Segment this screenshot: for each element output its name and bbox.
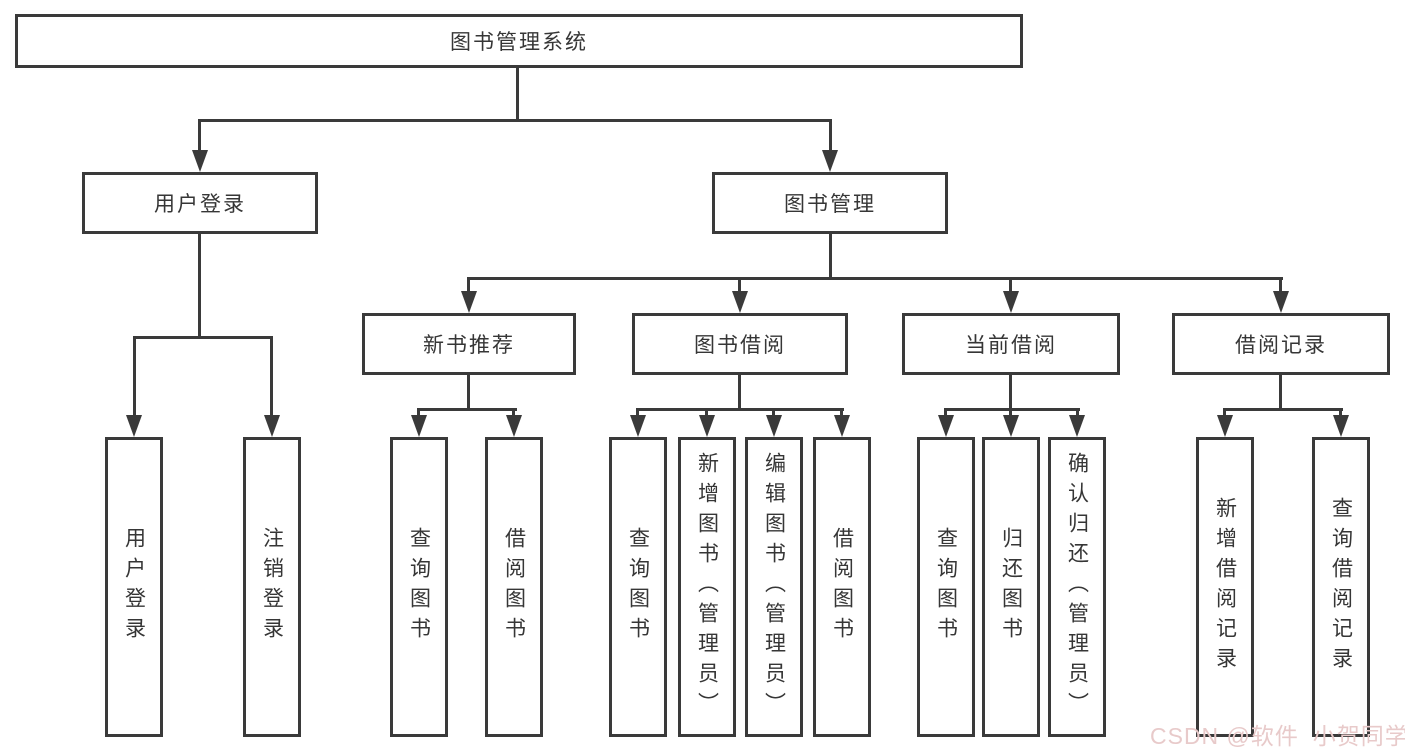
leaf-confirm-return-admin: 确认归还（管理员） [1048, 437, 1106, 737]
connector-line [705, 408, 708, 417]
connector-line [467, 277, 1283, 280]
connector-line [417, 408, 420, 417]
connector-line [417, 408, 517, 411]
leaf-add-book-admin: 新增图书（管理员） [678, 437, 736, 737]
node-book-management-label: 图书管理 [784, 193, 876, 216]
arrow-down-icon [630, 415, 646, 437]
connector-line [944, 408, 947, 417]
node-current-borrow-label: 当前借阅 [965, 334, 1057, 357]
arrow-down-icon [699, 415, 715, 437]
arrow-down-icon [1333, 415, 1349, 437]
connector-line [198, 119, 201, 152]
arrow-down-icon [461, 291, 477, 313]
connector-line [829, 119, 832, 152]
leaf-return-book-label: 归还图书 [999, 527, 1023, 647]
leaf-edit-book-admin: 编辑图书（管理员） [745, 437, 803, 737]
arrow-down-icon [834, 415, 850, 437]
node-user-login-label: 用户登录 [154, 193, 246, 216]
connector-line [1223, 408, 1226, 417]
connector-line [133, 336, 136, 416]
connector-line [840, 408, 843, 417]
node-root-system: 图书管理系统 [15, 14, 1023, 68]
connector-line [1279, 375, 1282, 411]
connector-line [198, 119, 832, 122]
connector-line [772, 408, 775, 417]
node-book-borrow: 图书借阅 [632, 313, 848, 375]
leaf-return-book: 归还图书 [982, 437, 1040, 737]
arrow-down-icon [1003, 415, 1019, 437]
node-root-label: 图书管理系统 [450, 31, 588, 54]
arrow-down-icon [822, 150, 838, 172]
node-borrow-record: 借阅记录 [1172, 313, 1390, 375]
leaf-add-borrow-record-label: 新增借阅记录 [1213, 497, 1237, 677]
leaf-borrow-book-recommend: 借阅图书 [485, 437, 543, 737]
leaf-logout: 注销登录 [243, 437, 301, 737]
leaf-add-borrow-record: 新增借阅记录 [1196, 437, 1254, 737]
connector-line [636, 408, 844, 411]
connector-line [1279, 277, 1282, 293]
leaf-user-login-label: 用户登录 [122, 527, 146, 647]
leaf-query-borrow-record: 查询借阅记录 [1312, 437, 1370, 737]
arrow-down-icon [264, 415, 280, 437]
leaf-borrow-book: 借阅图书 [813, 437, 871, 737]
connector-line [829, 234, 832, 280]
leaf-confirm-return-admin-label: 确认归还（管理员） [1065, 452, 1089, 722]
arrow-down-icon [506, 415, 522, 437]
connector-line [738, 375, 741, 411]
arrow-down-icon [411, 415, 427, 437]
connector-line [467, 277, 470, 293]
connector-line [1076, 408, 1079, 417]
leaf-borrow-book-label: 借阅图书 [830, 527, 854, 647]
connector-line [467, 375, 470, 411]
arrow-down-icon [938, 415, 954, 437]
leaf-query-book-current: 查询图书 [917, 437, 975, 737]
connector-line [133, 336, 273, 339]
connector-line [1223, 408, 1343, 411]
leaf-query-book-current-label: 查询图书 [934, 527, 958, 647]
connector-line [738, 277, 741, 293]
node-current-borrow: 当前借阅 [902, 313, 1120, 375]
leaf-logout-label: 注销登录 [260, 527, 284, 647]
arrow-down-icon [766, 415, 782, 437]
node-user-login: 用户登录 [82, 172, 318, 234]
connector-line [270, 336, 273, 416]
node-borrow-record-label: 借阅记录 [1235, 334, 1327, 357]
connector-line [1009, 375, 1012, 411]
arrow-down-icon [1217, 415, 1233, 437]
connector-line [516, 66, 519, 122]
connector-line [1009, 408, 1012, 417]
leaf-query-book-recommend: 查询图书 [390, 437, 448, 737]
leaf-query-book-recommend-label: 查询图书 [407, 527, 431, 647]
node-new-book-recommend: 新书推荐 [362, 313, 576, 375]
arrow-down-icon [1069, 415, 1085, 437]
leaf-user-login: 用户登录 [105, 437, 163, 737]
arrow-down-icon [1273, 291, 1289, 313]
leaf-borrow-book-recommend-label: 借阅图书 [502, 527, 526, 647]
leaf-edit-book-admin-label: 编辑图书（管理员） [762, 452, 786, 722]
arrow-down-icon [1003, 291, 1019, 313]
leaf-add-book-admin-label: 新增图书（管理员） [695, 452, 719, 722]
connector-line [1009, 277, 1012, 293]
leaf-query-borrow-record-label: 查询借阅记录 [1329, 497, 1353, 677]
arrow-down-icon [192, 150, 208, 172]
node-book-management: 图书管理 [712, 172, 948, 234]
connector-line [1339, 408, 1342, 417]
node-new-book-recommend-label: 新书推荐 [423, 334, 515, 357]
leaf-query-book-borrow-label: 查询图书 [626, 527, 650, 647]
leaf-query-book-borrow: 查询图书 [609, 437, 667, 737]
connector-line [512, 408, 515, 417]
connector-line [944, 408, 1080, 411]
node-book-borrow-label: 图书借阅 [694, 334, 786, 357]
connector-line [636, 408, 639, 417]
connector-line [198, 234, 201, 339]
arrow-down-icon [732, 291, 748, 313]
arrow-down-icon [126, 415, 142, 437]
